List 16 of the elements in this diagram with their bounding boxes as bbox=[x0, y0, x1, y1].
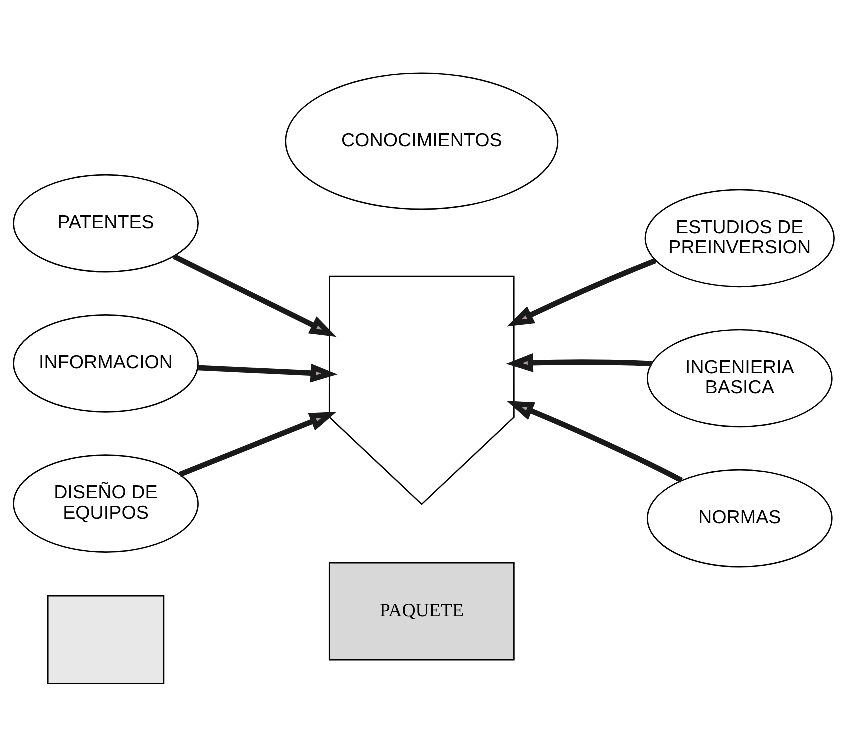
node-box bbox=[47, 594, 165, 684]
arrow bbox=[506, 400, 683, 482]
node-arrow bbox=[328, 275, 515, 505]
node-ellipse: DISEÑO DE EQUIPOS bbox=[13, 454, 199, 552]
arrow bbox=[172, 254, 337, 337]
node-ellipse: INGENIERIA BASICA bbox=[646, 328, 833, 428]
arrow bbox=[506, 353, 652, 372]
node-ellipse: NORMAS bbox=[646, 468, 833, 568]
node-ellipse: INFORMACION bbox=[13, 314, 199, 412]
arrow bbox=[179, 412, 337, 477]
arrow bbox=[198, 363, 338, 382]
node-ellipse: ESTUDIOS DE PREINVERSION bbox=[644, 188, 835, 288]
node-ellipse: PATENTES bbox=[13, 174, 199, 272]
node-box: PAQUETE bbox=[328, 562, 515, 660]
arrow bbox=[507, 258, 657, 326]
node-ellipse: CONOCIMIENTOS bbox=[285, 72, 559, 210]
